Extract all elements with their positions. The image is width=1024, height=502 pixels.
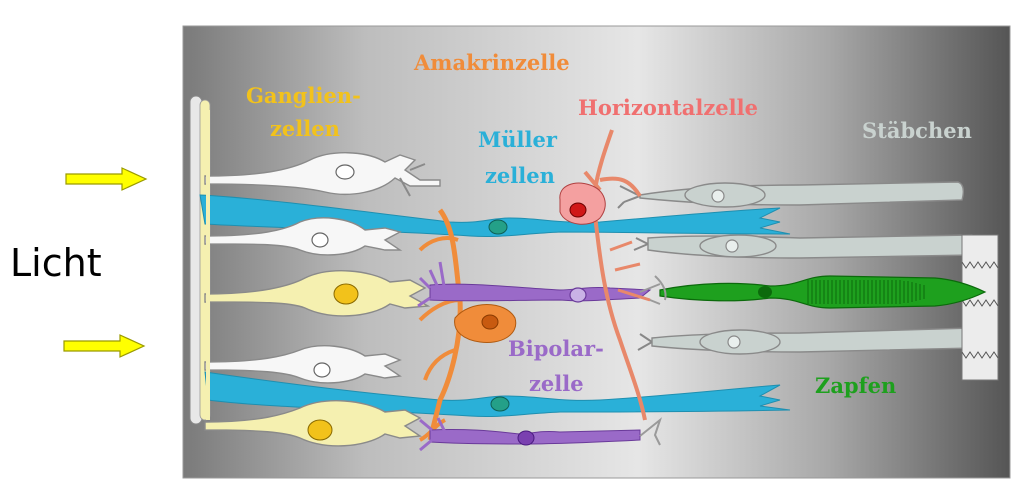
ganglion-cells [204,110,441,447]
label-licht: Licht [10,241,102,285]
label-ganglion-line1: Ganglien- [246,83,361,108]
label-mueller-line2: zellen [485,163,555,188]
horizontal-cell [559,129,651,421]
labels: Licht Ganglien- zellen Amakrinzelle Hori… [10,50,972,398]
ganglion-yellow-1 [204,270,431,317]
light-arrow-lower [63,334,146,358]
light-arrow-upper [65,167,148,191]
label-bipolar-line2: zelle [529,371,584,396]
label-horizontal: Horizontalzelle [578,95,758,120]
label-mueller-line1: Müller [478,127,558,152]
ganglion-white-1 [204,152,441,197]
ganglion-white-3 [204,345,402,384]
rod-cells [617,181,977,355]
label-ganglion-line2: zellen [270,116,340,141]
label-zapfen: Zapfen [815,373,896,398]
rod-middle [633,234,977,259]
pigment-epithelium [961,234,999,381]
ganglion-white-2 [204,217,403,256]
label-amakrin: Amakrinzelle [413,50,570,75]
rod-upper [617,181,965,209]
ganglion-yellow-2 [204,400,423,447]
bipolar-lower [419,417,663,452]
label-staebchen: Stäbchen [862,118,972,143]
cone-cell [659,275,987,309]
label-bipolar-line1: Bipolar- [508,336,604,361]
rod-lower [637,327,977,355]
amacrine-cell [418,208,517,442]
